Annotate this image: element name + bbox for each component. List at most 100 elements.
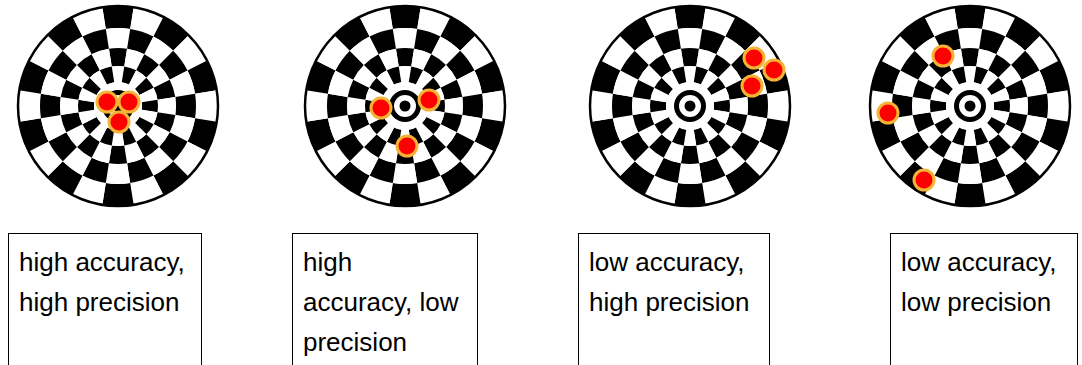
- dart-hit: [397, 136, 417, 156]
- board-segment: [393, 163, 417, 184]
- caption-text: high accuracy, low precision: [303, 242, 467, 362]
- board-segment: [958, 28, 982, 49]
- board-segment: [674, 183, 705, 206]
- board-segment: [78, 110, 96, 124]
- dart-hit: [742, 76, 762, 96]
- board-segment: [393, 28, 417, 49]
- board-segment: [767, 90, 790, 121]
- dartboard: [305, 6, 505, 206]
- dart-hit: [109, 112, 129, 132]
- board-ground: [18, 6, 218, 206]
- board-segment: [347, 97, 365, 115]
- board-segment: [954, 183, 985, 206]
- dart-hit: [744, 48, 764, 68]
- board-rim: [18, 6, 218, 206]
- board-segment: [195, 90, 218, 121]
- board-segment: [158, 97, 176, 115]
- dart-hit: [914, 170, 934, 190]
- board-segment: [389, 6, 420, 29]
- dartboard: [590, 6, 790, 206]
- bull-outer: [674, 90, 706, 122]
- board-rim: [305, 6, 505, 206]
- dartboard: [870, 6, 1070, 206]
- bull-outer: [954, 90, 986, 122]
- board-segment: [18, 90, 41, 121]
- board-segment: [678, 28, 702, 49]
- bull-gap: [959, 95, 981, 117]
- board-segment: [650, 110, 668, 124]
- board-segment: [60, 97, 78, 115]
- board-segment: [590, 90, 613, 121]
- board-segment: [175, 94, 196, 118]
- caption-text: high accuracy, high precision: [19, 242, 191, 322]
- board-segment: [730, 97, 748, 115]
- board-segment: [305, 90, 328, 121]
- bull-gap: [679, 95, 701, 117]
- board-ground: [305, 6, 505, 206]
- board-segment: [389, 183, 420, 206]
- board-segment: [632, 97, 650, 115]
- board-segment: [106, 163, 130, 184]
- caption-box: high accuracy, high precision: [8, 233, 202, 365]
- board-segment: [139, 88, 157, 102]
- board-segment: [912, 97, 930, 115]
- board-segment: [387, 66, 401, 84]
- bull-ring: [666, 82, 714, 130]
- board-segment: [1027, 94, 1048, 118]
- bull-ring: [946, 82, 994, 130]
- board-segment: [711, 88, 729, 102]
- bullseye: [965, 101, 976, 112]
- board-segment: [991, 88, 1009, 102]
- board-rim: [870, 6, 1070, 206]
- board-segment: [1047, 90, 1070, 121]
- bull-outer: [389, 90, 421, 122]
- caption-box: low accuracy, low precision: [890, 233, 1078, 365]
- bullseye: [685, 101, 696, 112]
- board-segment: [961, 146, 979, 164]
- board-segment: [612, 94, 633, 118]
- board-segment: [672, 66, 686, 84]
- board-segment: [681, 48, 699, 66]
- board-segment: [930, 110, 948, 124]
- dart-hit: [764, 60, 784, 80]
- board-segment: [462, 94, 483, 118]
- dart-hit: [371, 98, 391, 118]
- board-segment: [445, 97, 463, 115]
- bullseye: [400, 101, 411, 112]
- board-segment: [396, 48, 414, 66]
- board-segment: [958, 163, 982, 184]
- board-segment: [747, 94, 768, 118]
- dart-hit: [878, 103, 898, 123]
- caption-text: low accuracy, low precision: [901, 242, 1067, 322]
- board-segment: [40, 94, 61, 118]
- board-segment: [482, 90, 505, 121]
- board-segment: [961, 48, 979, 66]
- caption-box: low accuracy, high precision: [578, 233, 770, 365]
- caption-box: high accuracy, low precision: [292, 233, 478, 365]
- board-segment: [327, 94, 348, 118]
- dart-hit: [933, 46, 953, 66]
- dart-hit: [119, 92, 139, 112]
- board-segment: [681, 146, 699, 164]
- board-segment: [674, 6, 705, 29]
- board-segment: [1010, 97, 1028, 115]
- board-ground: [590, 6, 790, 206]
- dart-hit: [419, 90, 439, 110]
- board-segment: [109, 48, 127, 66]
- board-ground: [870, 6, 1070, 206]
- dart-hit: [97, 92, 117, 112]
- board-segment: [742, 71, 767, 97]
- board-segment: [106, 28, 130, 49]
- caption-text: low accuracy, high precision: [589, 242, 759, 322]
- board-segment: [952, 66, 966, 84]
- board-segment: [678, 163, 702, 184]
- board-segment: [100, 66, 114, 84]
- board-segment: [954, 6, 985, 29]
- board-segment: [102, 183, 133, 206]
- board-segment: [102, 6, 133, 29]
- board-segment: [109, 146, 127, 164]
- board-segment: [974, 127, 988, 145]
- bull-gap: [394, 95, 416, 117]
- board-rim: [590, 6, 790, 206]
